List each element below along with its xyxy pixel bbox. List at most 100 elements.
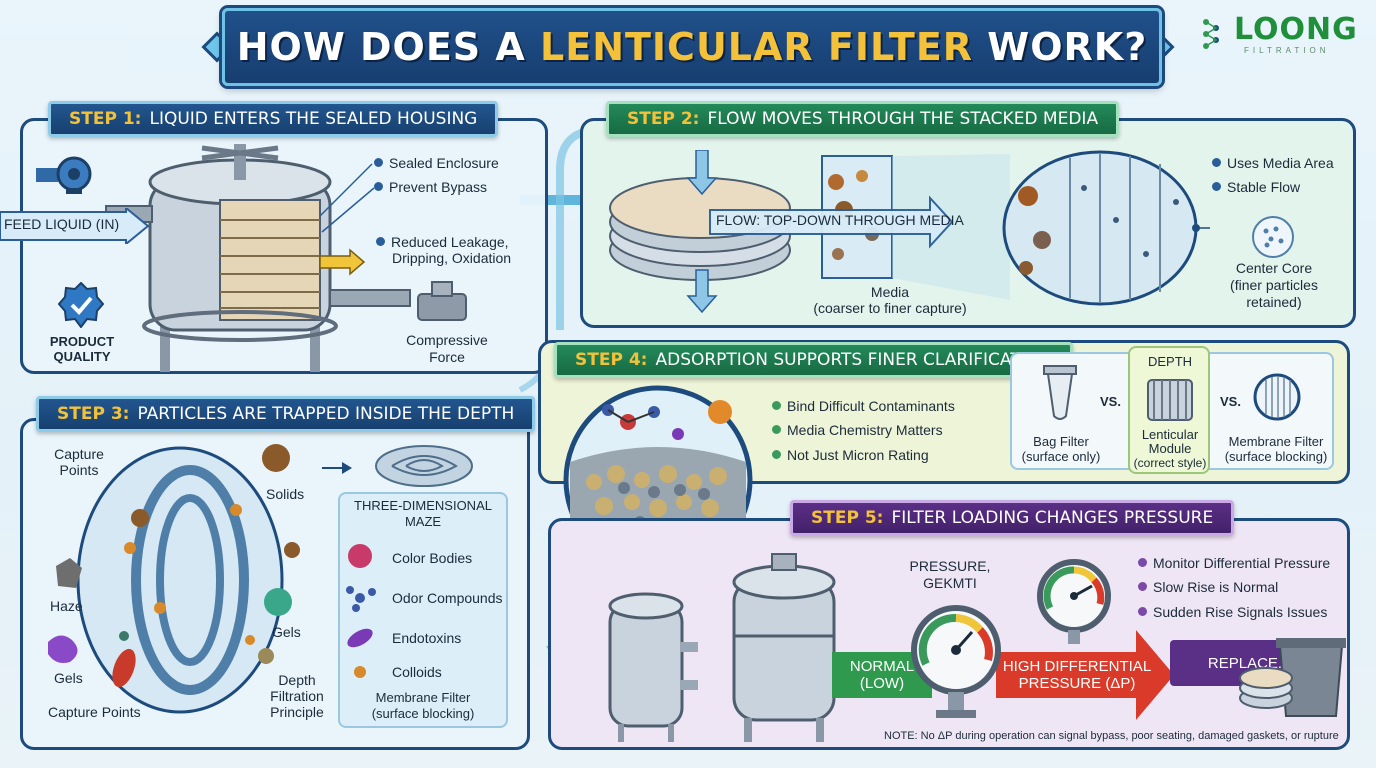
- feed-arrow-icon: [0, 208, 150, 244]
- depth-principle-line2: Filtration: [270, 688, 324, 704]
- lenticular-line1: Lenticular: [1141, 427, 1199, 442]
- step3-header: STEP 3: PARTICLES ARE TRAPPED INSIDE THE…: [36, 396, 536, 432]
- housing-illustration: [105, 144, 411, 372]
- normal-line1: NORMAL: [849, 658, 915, 675]
- brand-mark-icon: [1203, 19, 1219, 49]
- title-highlight: LENTICULAR FILTER: [540, 25, 974, 69]
- brand-logo: LOONG FILTRATION: [1196, 10, 1372, 56]
- step3-membrane-line1: Membrane Filter: [375, 690, 471, 705]
- bag-filter-icon: [1043, 365, 1077, 420]
- bag-filter-line1: Bag Filter: [1033, 434, 1089, 449]
- compressive-line1: Compressive: [406, 332, 488, 348]
- lenticular-line2: Module: [1148, 441, 1192, 456]
- step1-header: STEP 1: LIQUID ENTERS THE SEALED HOUSING: [48, 101, 499, 137]
- product-quality-line1: PRODUCT: [49, 334, 115, 349]
- step4-bullet-chemistry: Media Chemistry Matters: [772, 422, 943, 438]
- media-title: Media: [870, 284, 910, 300]
- contaminant-icons: [346, 544, 376, 678]
- step1-title: LIQUID ENTERS THE SEALED HOUSING: [149, 109, 478, 129]
- depth-principle-line3: Principle: [270, 704, 324, 720]
- gels-left-label: Gels: [54, 670, 83, 686]
- depth-principle-line1: Depth: [278, 672, 316, 688]
- small-housing-icon: [608, 592, 698, 742]
- page-title: HOW DOES A LENTICULAR FILTER WORK?: [237, 25, 1148, 69]
- compressive-label: Compressive Force: [392, 332, 502, 366]
- step4-lead: STEP 4:: [575, 350, 648, 370]
- large-housing-icon: [732, 553, 836, 742]
- capture-top-line2: Points: [59, 462, 99, 478]
- depth-principle-label: Depth Filtration Principle: [254, 672, 340, 720]
- center-core-line3: retained): [1246, 294, 1302, 310]
- title-pre: HOW DOES A: [236, 25, 541, 69]
- step2-header: STEP 2: FLOW MOVES THROUGH THE STACKED M…: [606, 101, 1120, 137]
- color-bodies-label: Color Bodies: [392, 550, 473, 566]
- high-gauge-icon: [1037, 559, 1111, 644]
- capture-top-line1: Capture: [54, 446, 104, 462]
- step1-bullet-bypass: Prevent Bypass: [374, 179, 487, 195]
- lenticular-highlight: [1128, 346, 1210, 474]
- step5-title: FILTER LOADING CHANGES PRESSURE: [891, 508, 1214, 528]
- step4-membrane-label: Membrane Filter (surface blocking): [1214, 434, 1338, 464]
- step4-bullet-bind: Bind Difficult Contaminants: [772, 398, 955, 414]
- product-quality-line2: QUALITY: [53, 349, 111, 364]
- gels-right-label: Gels: [272, 624, 301, 640]
- reduced-line2: Dripping, Oxidation: [392, 250, 512, 266]
- capture-points-top-label: Capture Points: [44, 446, 114, 478]
- valve-icon: [417, 281, 467, 321]
- maze-line2: MAZE: [404, 514, 442, 529]
- step5-note: NOTE: No ΔP during operation can signal …: [884, 730, 1339, 742]
- capture-points-bottom-label: Capture Points: [48, 704, 141, 720]
- pressure-line1: PRESSURE,: [909, 558, 991, 574]
- lenticular-line3: (correct style): [1133, 456, 1207, 470]
- step3-membrane-label: Membrane Filter (surface blocking): [340, 690, 506, 722]
- step3-lead: STEP 3:: [57, 404, 130, 424]
- depth-cross-section: [48, 444, 300, 714]
- maze-icon: [375, 445, 473, 487]
- check-badge-icon: [58, 282, 104, 328]
- step4-membrane-line1: Membrane Filter: [1228, 434, 1324, 449]
- normal-line2: (LOW): [859, 675, 905, 692]
- membrane-icon: [1253, 373, 1301, 421]
- bag-filter-line2: (surface only): [1021, 449, 1101, 464]
- stacked-media-illustration: [609, 150, 1210, 314]
- step4-membrane-line2: (surface blocking): [1224, 449, 1328, 464]
- step4-bullet-micron: Not Just Micron Rating: [772, 447, 929, 463]
- high-line2: PRESSURE (ΔP): [1018, 675, 1136, 692]
- depth-module-icon: [1147, 379, 1193, 421]
- bin-icon: [1239, 638, 1346, 717]
- step5-bullet-sudden: Sudden Rise Signals Issues: [1138, 604, 1327, 620]
- step4-header: STEP 4: ADSORPTION SUPPORTS FINER CLARIF…: [554, 342, 1073, 378]
- pressure-line2: GEKMTI: [923, 575, 977, 591]
- maze-box: [338, 492, 508, 728]
- lenticular-module-label: Lenticular Module (correct style): [1130, 427, 1210, 471]
- step2-bullet-area: Uses Media Area: [1212, 155, 1334, 171]
- compressive-line2: Force: [429, 349, 465, 365]
- gauge-icon: [911, 605, 1001, 718]
- vs-label-2: VS.: [1220, 394, 1241, 409]
- reduced-label: Reduced Leakage, Dripping, Oxidation: [391, 234, 512, 266]
- step4-title: ADSORPTION SUPPORTS FINER CLARIFICATION: [655, 350, 1052, 370]
- depth-label: DEPTH: [1148, 354, 1193, 369]
- product-quality-label: PRODUCT QUALITY: [32, 334, 132, 364]
- step3-title: PARTICLES ARE TRAPPED INSIDE THE DEPTH: [137, 404, 515, 424]
- solids-label: Solids: [266, 486, 305, 502]
- media-subtitle: (coarser to finer capture): [813, 300, 967, 316]
- maze-line1: THREE-DIMENSIONAL: [354, 498, 492, 513]
- step5-header: STEP 5: FILTER LOADING CHANGES PRESSURE: [790, 500, 1235, 536]
- media-label: Media (coarser to finer capture): [770, 284, 1010, 316]
- colloids-label: Colloids: [392, 664, 442, 680]
- step2-bullet-flow: Stable Flow: [1212, 179, 1300, 195]
- high-pressure-arrow: [996, 630, 1174, 720]
- endotoxins-label: Endotoxins: [392, 630, 462, 646]
- high-pressure-label: HIGH DIFFERENTIAL PRESSURE (ΔP): [1002, 652, 1152, 698]
- vs-label-1: VS.: [1100, 394, 1121, 409]
- flow-direction-label: FLOW: TOP-DOWN THROUGH MEDIA: [716, 212, 964, 228]
- step3-membrane-line2: (surface blocking): [371, 706, 475, 721]
- step1-lead: STEP 1:: [69, 109, 142, 129]
- step5-lead: STEP 5:: [811, 508, 884, 528]
- title-banner: HOW DOES A LENTICULAR FILTER WORK?: [222, 8, 1162, 86]
- center-core-icon: [1252, 216, 1294, 258]
- center-core-label: Center Core (finer particles retained): [1214, 260, 1334, 311]
- center-core-line1: Center Core: [1235, 260, 1313, 276]
- step5-bullet-monitor: Monitor Differential Pressure: [1138, 555, 1330, 571]
